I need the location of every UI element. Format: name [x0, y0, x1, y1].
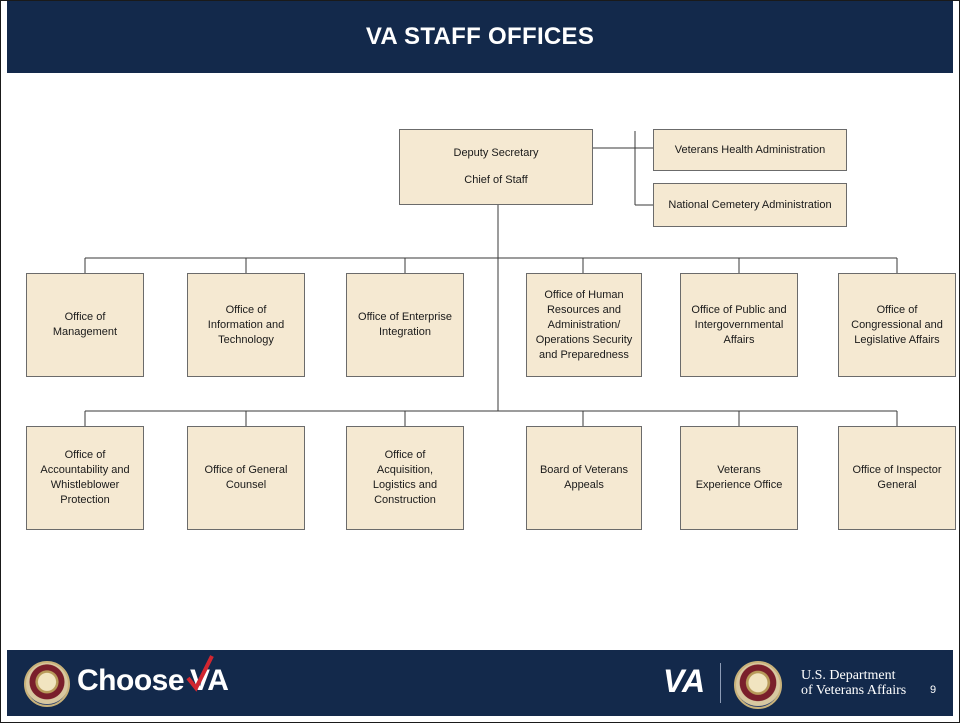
deputy-secretary-label: Deputy Secretary — [453, 147, 539, 159]
slide-title: VA STAFF OFFICES — [365, 23, 595, 50]
department-line-1: U.S. Department — [801, 668, 896, 683]
page-number: 9 — [930, 684, 937, 696]
footer-divider — [720, 663, 721, 703]
department-name: U.S. Department of Veterans Affairs — [801, 668, 906, 698]
box-office-of-accountability-and-whistleblower-protection: Office of Accountability and Whistleblow… — [26, 426, 144, 530]
box-office-of-information-and-technology: Office of Information and Technology — [187, 273, 305, 377]
box-office-of-enterprise-integration: Office of Enterprise Integration — [346, 273, 464, 377]
box-office-of-management: Office of Management — [26, 273, 144, 377]
footer-bar — [7, 650, 953, 716]
header-bar: VA STAFF OFFICES — [7, 1, 953, 73]
choose-va-letters: VA — [190, 664, 229, 697]
box-national-cemetery-administration: National Cemetery Administration — [653, 183, 847, 227]
choose-word: Choose — [77, 664, 185, 697]
checkmark-icon — [186, 655, 214, 692]
box-veterans-health-administration: Veterans Health Administration — [653, 129, 847, 171]
va-seal-right-icon — [734, 661, 782, 709]
box-office-of-public-and-intergovernmental-affairs: Office of Public and Intergovernmental A… — [680, 273, 798, 377]
box-deputy-secretary: Deputy Secretary Chief of Staff — [399, 129, 593, 205]
chief-of-staff-label: Chief of Staff — [464, 174, 528, 186]
box-office-of-acquisition-logistics-and-construction: Office of Acquisition, Logistics and Con… — [346, 426, 464, 530]
box-office-of-inspector-general: Office of Inspector General — [838, 426, 956, 530]
va-seal-left-icon — [24, 661, 70, 707]
box-veterans-experience-office: Veterans Experience Office — [680, 426, 798, 530]
box-office-of-human-resources: Office of Human Resources and Administra… — [526, 273, 642, 377]
box-office-of-general-counsel: Office of General Counsel — [187, 426, 305, 530]
va-wordmark: VA — [663, 663, 706, 699]
choose-va-mark: VA — [186, 655, 229, 698]
box-office-of-congressional-and-legislative-affairs: Office of Congressional and Legislative … — [838, 273, 956, 377]
department-line-2: of Veterans Affairs — [801, 683, 907, 698]
box-board-of-veterans-appeals: Board of Veterans Appeals — [526, 426, 642, 530]
